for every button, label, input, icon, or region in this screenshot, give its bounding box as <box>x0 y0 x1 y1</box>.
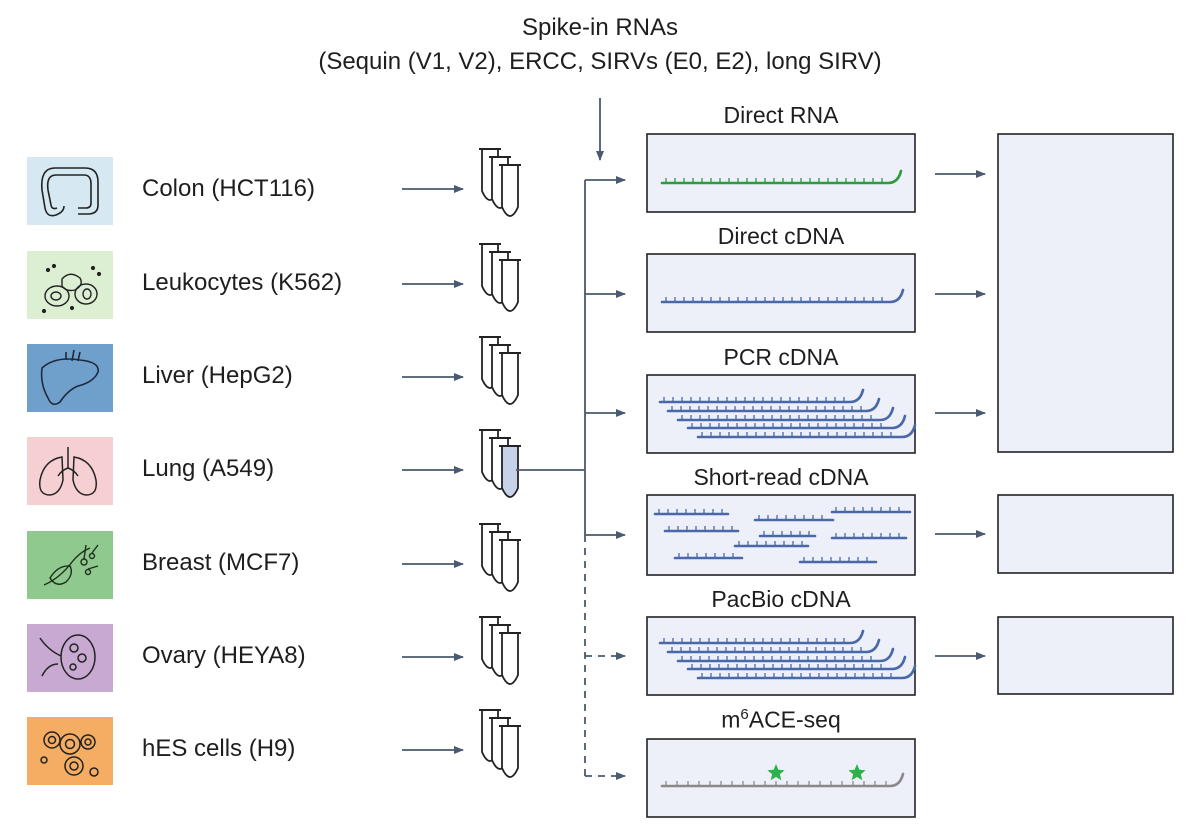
platform-arrows <box>935 170 986 660</box>
branch-connector <box>516 176 626 780</box>
spike-in-title: Spike-in RNAs <box>521 14 679 41</box>
box-pcr-cdna <box>646 374 916 454</box>
strand-sr-9 <box>798 557 878 564</box>
tube-stack-5 <box>479 616 521 685</box>
sample-label-breast: Breast (MCF7) <box>142 549 300 576</box>
protocol-title-pcr-cdna: PCR cDNA <box>723 344 839 370</box>
protocol-title-direct-rna: Direct RNA <box>723 102 839 128</box>
colon-icon-tile <box>27 157 113 225</box>
protocol-title-m6ace-seq: m6ACE-seq <box>721 706 841 733</box>
box-direct-cdna <box>646 253 916 333</box>
strand-pacbio-4 <box>686 655 907 671</box>
strand-pacbio-3 <box>676 647 895 663</box>
box-pacbio-cdna <box>646 616 916 696</box>
strand-sr-5 <box>758 531 817 538</box>
colon-icon <box>40 167 99 217</box>
strand-pacbio-2 <box>666 638 881 654</box>
protocol-title-short-read-cdna: Short-read cDNA <box>693 464 869 490</box>
liver-icon <box>40 349 99 406</box>
protocol-title-direct-cdna: Direct cDNA <box>717 223 845 249</box>
strand-sr-3 <box>830 507 912 514</box>
tube-stack-6 <box>479 709 521 778</box>
strand-pcr-3 <box>676 406 895 422</box>
sample-label-colon: Colon (HCT116) <box>142 175 315 202</box>
protocol-title-pacbio-cdna: PacBio cDNA <box>711 586 851 612</box>
strand-sr-1 <box>653 509 730 516</box>
strand-pcr-1 <box>658 388 865 404</box>
strand-direct-rna <box>660 169 903 185</box>
strand-sr-2 <box>753 515 835 522</box>
ovary-icon <box>39 634 96 680</box>
hes-cells-icon-tile <box>27 717 113 785</box>
strand-sr-4 <box>663 526 740 533</box>
sample-arrows <box>402 185 464 754</box>
tube-stack-2 <box>479 336 521 405</box>
sample-label-ovary: Ovary (HEYA8) <box>142 642 306 669</box>
tube-stack-3 <box>479 429 521 498</box>
tube-stack-1 <box>479 243 521 312</box>
strand-pacbio-1 <box>658 629 865 645</box>
spike-in-subtitle: (Sequin (V1, V2), ERCC, SIRVs (E0, E2), … <box>318 48 882 75</box>
strand-pcr-5 <box>696 423 917 439</box>
strand-sr-7 <box>733 541 810 548</box>
box-short-read-cdna <box>646 494 916 576</box>
breast-icon <box>43 544 99 586</box>
tube-stack-0 <box>479 148 521 217</box>
sample-label-leukocytes: Leukocytes (K562) <box>142 269 343 296</box>
lung-icon <box>38 447 98 496</box>
strand-direct-cdna <box>660 288 905 304</box>
hes-cells-icon <box>40 731 99 777</box>
leukocytes-icon-tile <box>27 251 113 319</box>
sample-label-lung: Lung (A549) <box>142 455 275 482</box>
breast-icon-tile <box>27 531 113 599</box>
sample-tubes <box>479 148 521 778</box>
platform-label-illumina: Illumina RNA-seq <box>1025 505 1123 562</box>
strand-pcr-2 <box>666 397 881 413</box>
strand-m6ace <box>660 772 905 788</box>
platform-label-nanopore: Nanopore long-read RNA-seq <box>1025 243 1131 330</box>
leukocytes-icon <box>41 263 102 314</box>
m6a-mark-1 <box>767 764 785 781</box>
ovary-icon-tile <box>27 624 113 692</box>
liver-icon-tile <box>27 344 113 412</box>
strand-sr-6 <box>830 533 908 540</box>
platform-label-pacbio: PacBio RNA-seq <box>1025 627 1123 684</box>
box-direct-rna <box>646 133 916 213</box>
strand-sr-8 <box>673 553 744 560</box>
tube-stack-4 <box>479 523 521 592</box>
sample-label-hes: hES cells (H9) <box>142 735 296 762</box>
strand-pacbio-5 <box>696 664 917 680</box>
box-m6ace-seq <box>646 738 916 818</box>
platform-boxes <box>997 133 1174 695</box>
sample-label-liver: Liver (HepG2) <box>142 362 293 389</box>
m6a-mark-2 <box>848 764 866 781</box>
strand-pcr-4 <box>686 414 907 430</box>
lung-icon-tile <box>27 437 113 505</box>
